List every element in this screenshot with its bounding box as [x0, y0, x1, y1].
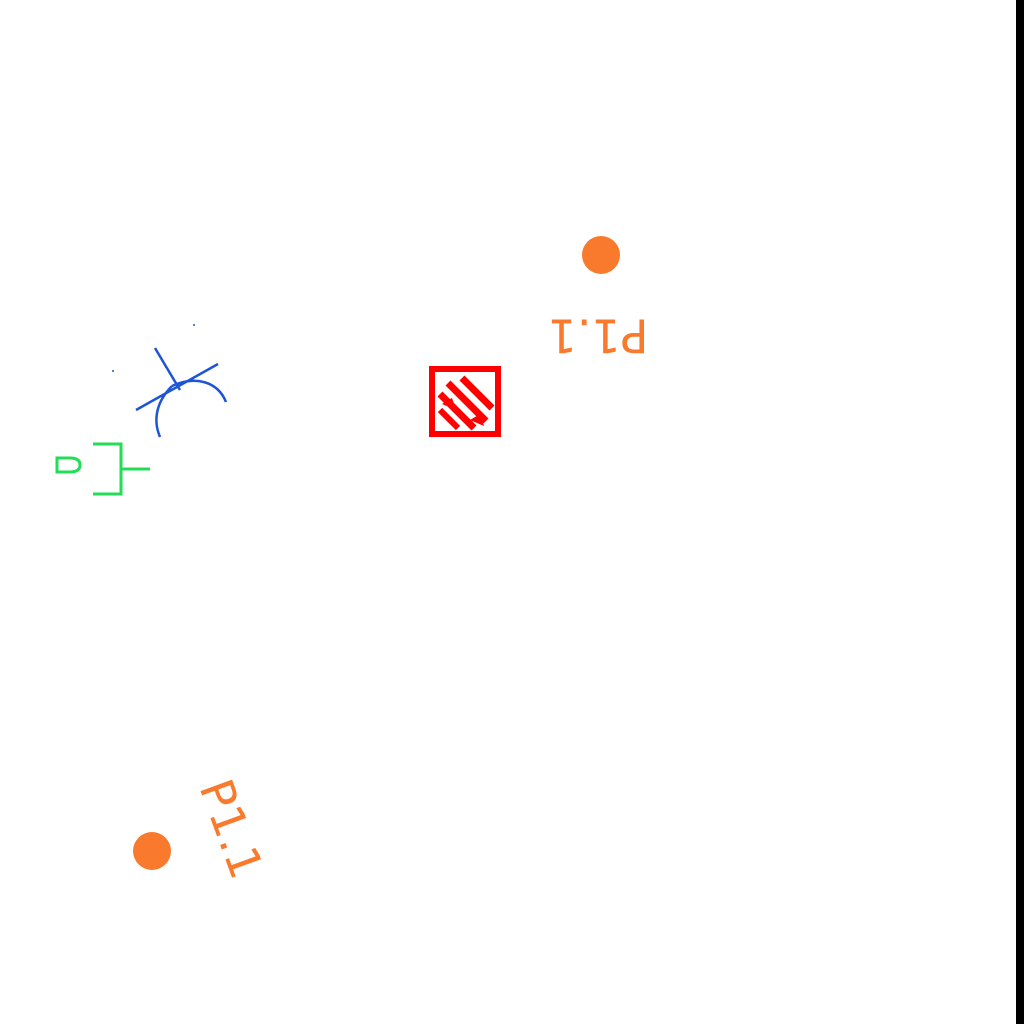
red-hatched-square-icon: [429, 366, 501, 437]
right-edge-bar: [1016, 0, 1024, 1024]
green-bracket-icon: [55, 442, 150, 496]
blue-intersecting-arcs-icon: [112, 324, 228, 438]
point-bottom-label: P1.1: [189, 772, 274, 885]
point-top-dot: [582, 236, 620, 274]
point-bottom-dot: [133, 832, 171, 870]
point-bottom: P1.1: [133, 772, 274, 885]
point-top: P1.1: [548, 236, 649, 363]
point-top-label: P1.1: [548, 309, 649, 363]
